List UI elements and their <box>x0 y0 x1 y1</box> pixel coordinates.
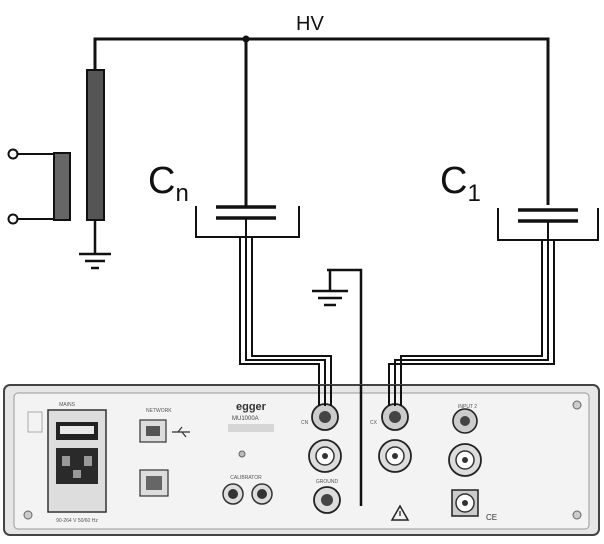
mains-fuse-slot <box>27 411 43 433</box>
primary-terminal-top <box>7 148 19 160</box>
status-indicator <box>238 450 246 458</box>
input-cn-connector: CN <box>301 403 342 473</box>
transformer-ground-icon <box>79 220 111 270</box>
network-usb-ports: NETWORK <box>139 408 190 497</box>
warning-icon <box>390 504 410 521</box>
brand-logo: egger <box>236 401 267 413</box>
coax-cable-c1 <box>388 221 555 400</box>
primary-terminal-bottom <box>7 213 19 225</box>
transformer-secondary-coil <box>86 69 105 221</box>
hv-label: HV <box>296 13 324 35</box>
coax-cable-cn <box>239 218 332 400</box>
instrument-rear-panel: MAINS 90-264 V 50/60 Hz NETWORK <box>3 384 600 536</box>
ethernet-port <box>139 469 169 497</box>
hv-transformer <box>7 69 105 225</box>
voltage-spec: 90-264 V 50/60 Hz <box>56 518 98 524</box>
input-cx-connector: CX <box>370 403 412 473</box>
cn-label: Cn <box>148 160 189 207</box>
transformer-primary-coil <box>53 152 71 221</box>
ground-terminal-label: GROUND <box>316 479 339 485</box>
cn-input-label: CN <box>301 420 309 426</box>
ground-icon <box>312 289 348 307</box>
cable-ends <box>318 385 402 506</box>
capacitor-cn <box>195 39 300 238</box>
calibrator-label: CALIBRATOR <box>230 475 262 481</box>
cx-input-label: CX <box>370 420 378 426</box>
input-2-connectors: INPUT 2 CE <box>448 404 497 522</box>
calibrator-outputs: CALIBRATOR <box>222 475 273 505</box>
network-label: NETWORK <box>146 408 172 414</box>
hv-bus <box>93 37 550 205</box>
input2-label: INPUT 2 <box>458 404 477 410</box>
mains-label: MAINS <box>59 402 76 408</box>
model-name: MU1000A <box>232 416 259 422</box>
ce-mark: CE <box>486 513 497 522</box>
brand-block: egger MU1000A <box>228 401 274 458</box>
cn-guard-shield <box>195 206 300 238</box>
c1-label: C1 <box>440 160 481 207</box>
usb-icon <box>172 426 190 438</box>
panel-screws <box>23 400 582 520</box>
mains-inlet: MAINS 90-264 V 50/60 Hz <box>47 402 107 524</box>
ground-terminal: GROUND <box>313 479 341 514</box>
